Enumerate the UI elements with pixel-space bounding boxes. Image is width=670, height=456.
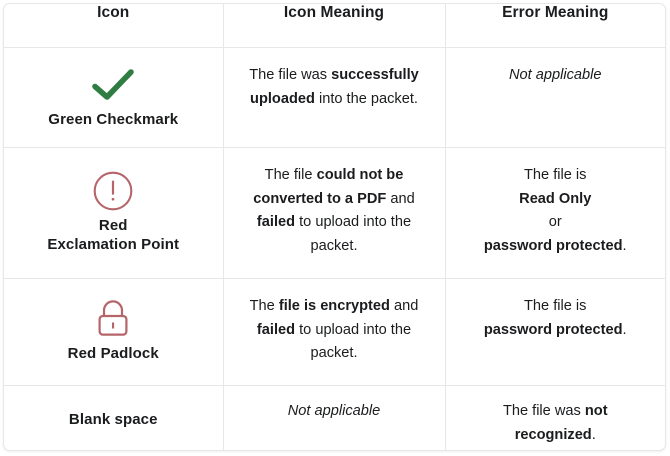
icon-cell: Red Padlock xyxy=(4,278,224,386)
table-row: Blank space Not applicable The file was … xyxy=(4,385,665,451)
red-padlock-icon xyxy=(92,296,134,342)
red-exclamation-point-icon xyxy=(91,168,135,214)
icon-meaning-text: The file could not be converted to a PDF… xyxy=(253,167,415,254)
icon-label: Blank space xyxy=(68,411,158,429)
table-body: Green Checkmark The file was successfull… xyxy=(4,47,665,451)
error-meaning-text: Not applicable xyxy=(509,67,602,83)
icon-label: Red Padlock xyxy=(67,345,159,363)
icon-meaning-text: Not applicable xyxy=(287,403,381,419)
icon-meaning-cell: The file was successfully uploaded into … xyxy=(223,47,446,148)
icon-meaning-cell: Not applicable xyxy=(223,385,446,450)
icon-meaning-cell: The file is encrypted and failed to uplo… xyxy=(223,278,446,386)
icon-label: Green Checkmark xyxy=(48,110,179,128)
column-header-icon-meaning: Icon Meaning xyxy=(223,4,446,48)
table-row: Green Checkmark The file was successfull… xyxy=(4,47,665,148)
error-meaning-cell: Not applicable xyxy=(445,47,665,148)
error-meaning-cell: The file was not recognized. xyxy=(445,386,665,451)
icon-meaning-text: The file is encrypted and failed to uplo… xyxy=(249,298,419,362)
icon-legend-table-container: Icon Icon Meaning Error Meaning Green Ch… xyxy=(3,3,666,451)
icon-meaning-text: The file was successfully uploaded into … xyxy=(249,67,419,107)
icon-cell: Green Checkmark xyxy=(4,47,224,148)
table-header: Icon Icon Meaning Error Meaning xyxy=(4,4,665,48)
column-header-icon: Icon xyxy=(4,4,224,48)
column-header-error-meaning: Error Meaning xyxy=(445,4,665,48)
table-row: Red Padlock The file is encrypted and fa… xyxy=(4,278,665,386)
green-checkmark-icon xyxy=(90,62,136,108)
error-meaning-text: The file was not recognized. xyxy=(502,403,608,443)
icon-legend-table: Icon Icon Meaning Error Meaning Green Ch… xyxy=(4,4,665,451)
table-header-row: Icon Icon Meaning Error Meaning xyxy=(4,4,665,48)
icon-cell: Blank space xyxy=(4,385,224,450)
icon-meaning-cell: The file could not be converted to a PDF… xyxy=(223,147,446,279)
